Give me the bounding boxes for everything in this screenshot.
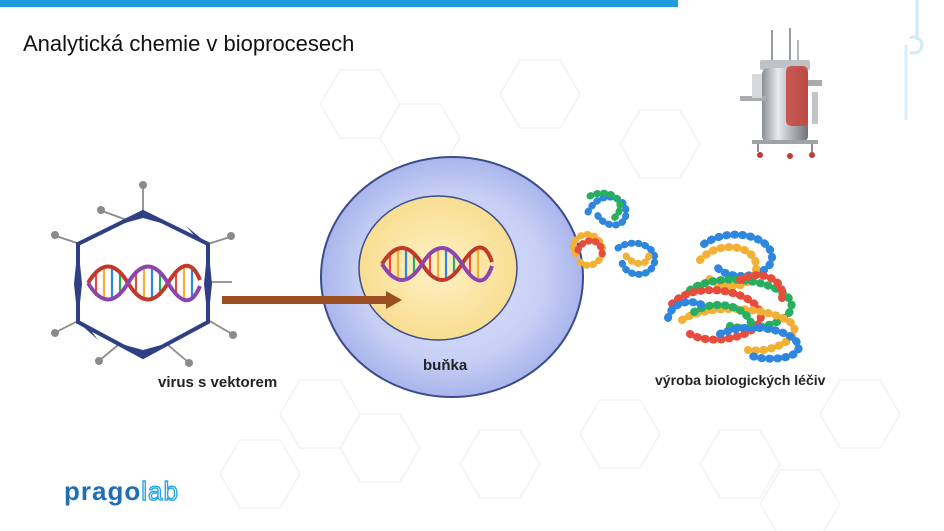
- virus-label: virus s vektorem: [158, 374, 278, 391]
- dna-icon-virus: [86, 263, 202, 303]
- bioreactor-icon: [740, 28, 822, 159]
- hexagon-background-pattern: [219, 59, 901, 531]
- top-accent-bar: [0, 0, 678, 7]
- biologics-label: výroba biologických léčiv: [655, 372, 826, 388]
- dna-icon-nucleus: [380, 245, 494, 283]
- cell-label: buňka: [423, 357, 468, 374]
- logo-part-prago: prago: [64, 476, 142, 506]
- slide-title: Analytická chemie v bioprocesech: [23, 31, 355, 56]
- pragolab-logo: pragolab: [64, 475, 179, 507]
- logo-part-lab: lab: [141, 475, 179, 506]
- transfer-arrow: [222, 291, 402, 309]
- protein-icon-large: [664, 230, 803, 363]
- corner-logo-mark-icon: [904, 0, 924, 120]
- protein-icon-small: [570, 189, 659, 278]
